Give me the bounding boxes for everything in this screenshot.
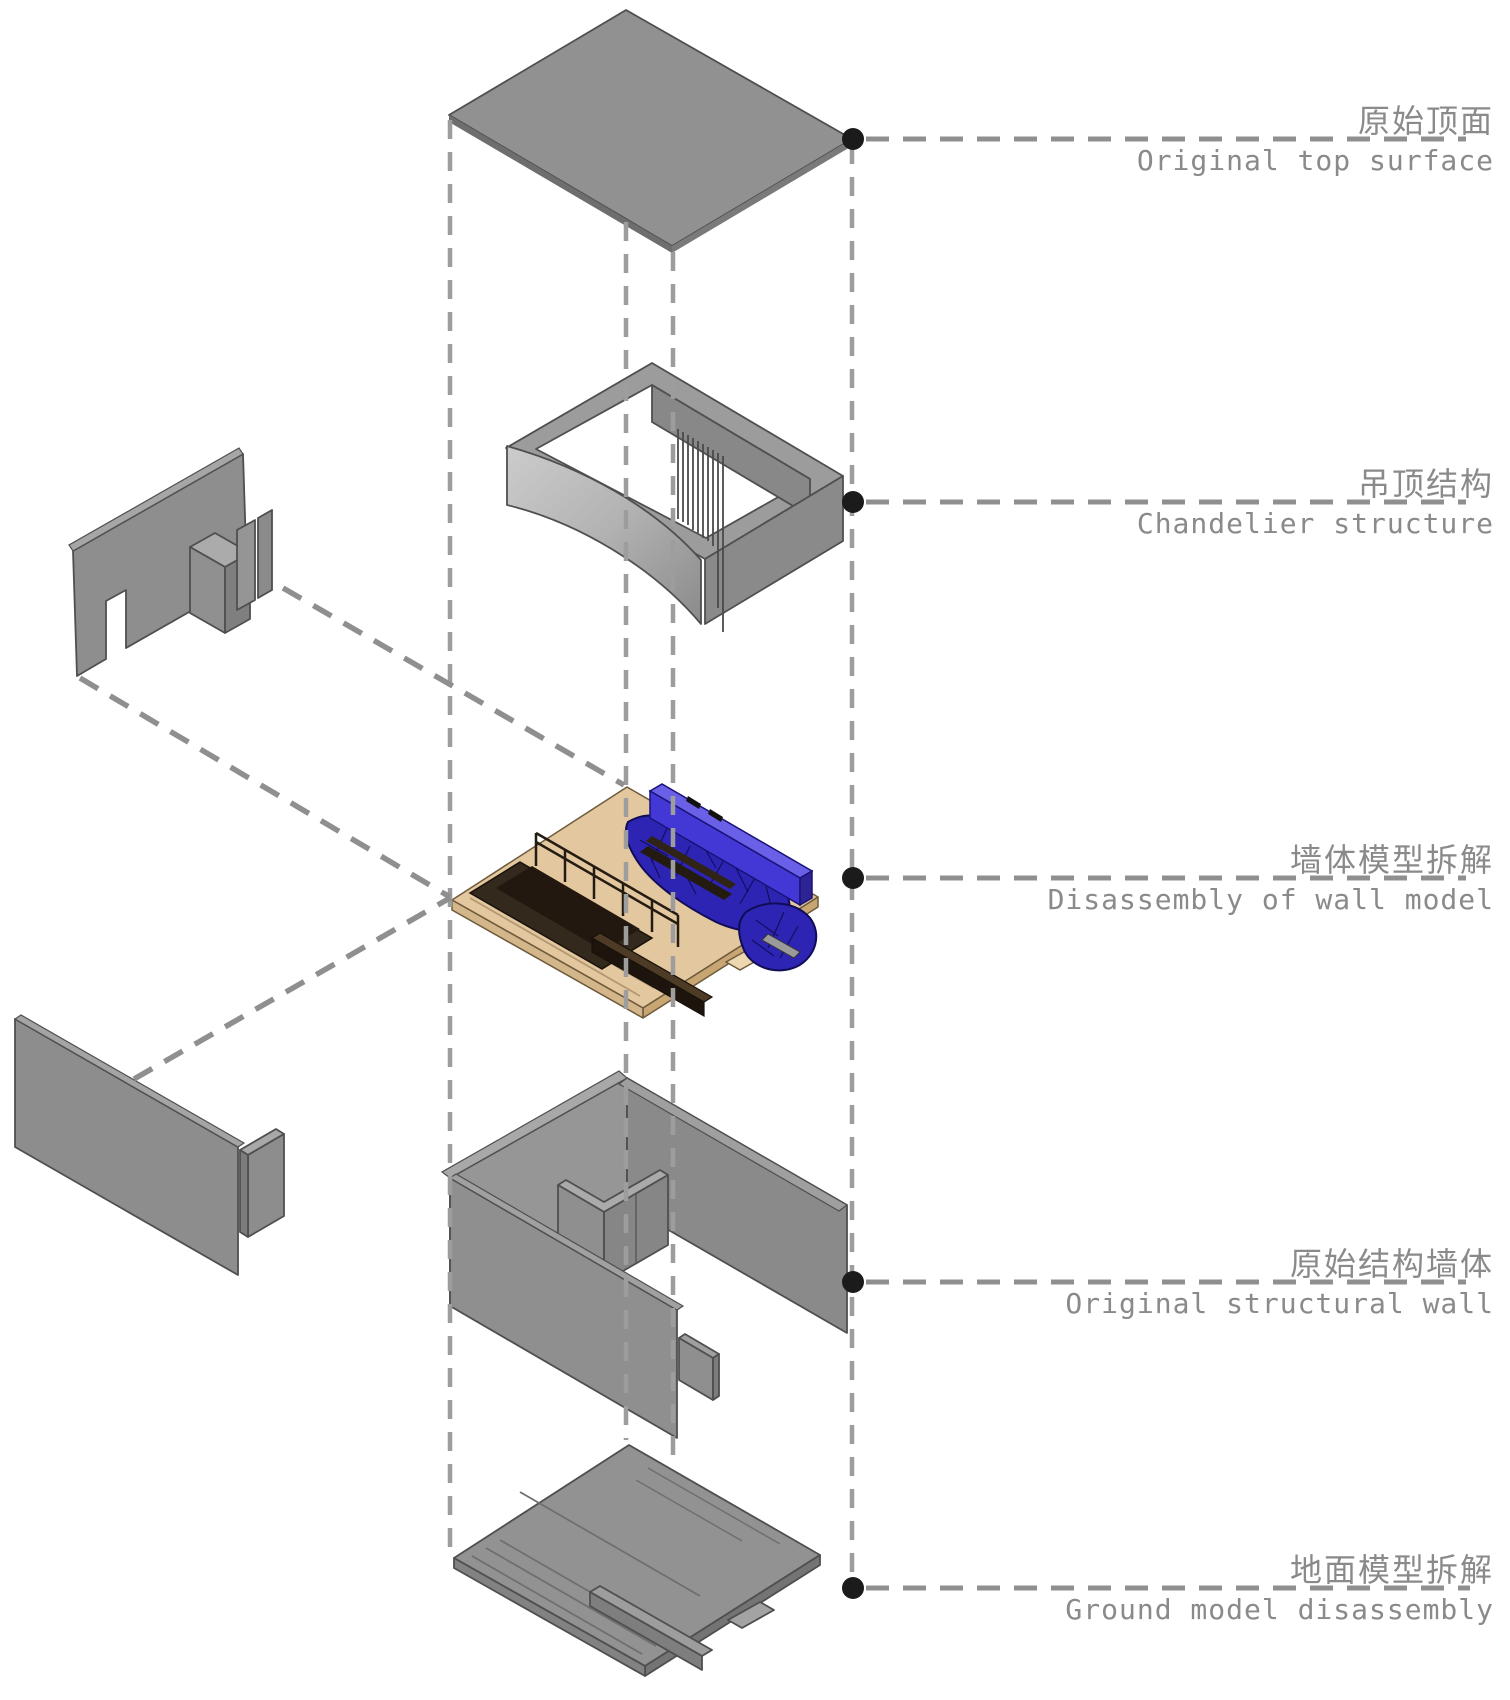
tan-base-side-left [451, 899, 644, 1019]
label-top-surface-zh: 原始顶面 [1358, 102, 1494, 140]
wall-panel-top-edge [68, 447, 244, 552]
projection-lines [78, 120, 855, 1585]
label-chandelier-zh: 吊顶结构 [1358, 465, 1494, 503]
rock-dark-slat-a [640, 846, 732, 900]
ceiling-ring-outer-face [704, 475, 844, 625]
label-ground-model-en: Ground model disassembly [1065, 1593, 1494, 1626]
ground-model-layer [453, 1444, 821, 1677]
structural-wall-layer [440, 1070, 849, 1439]
detached-wall-piece-lower [13, 1014, 285, 1276]
rock-gray-slat [761, 933, 801, 959]
return-wall-side [239, 1149, 249, 1238]
wall-slab-b [257, 509, 273, 599]
label-chandelier-en: Chandelier structure [1137, 507, 1494, 540]
top-surface-slab [448, 9, 853, 247]
layer-labels: 原始顶面 Original top surface 吊顶结构 Chandelie… [1048, 102, 1494, 1626]
far-right-wall-top [617, 1077, 849, 1212]
label-ground-model-zh: 地面模型拆解 [1290, 1551, 1494, 1589]
wall-slab-a [236, 519, 256, 611]
beam-fixture-a [686, 796, 701, 809]
connector-dot-3 [842, 867, 864, 889]
connector-dot-2 [842, 491, 864, 513]
blue-rock-mesh-b [738, 902, 818, 972]
label-structural-wall-zh: 原始结构墙体 [1290, 1245, 1494, 1283]
label-top-surface-en: Original top surface [1137, 144, 1494, 177]
railing [534, 831, 680, 947]
label-structural-wall-en: Original structural wall [1065, 1287, 1494, 1320]
chandelier-layer [505, 362, 844, 632]
top-surface-edge-left [449, 115, 672, 253]
top-surface-layer [448, 9, 853, 253]
label-wall-model-en: Disassembly of wall model [1048, 883, 1494, 916]
bench-face [591, 936, 705, 1018]
connector-dot-1 [842, 128, 864, 150]
rock-dark-slat-b [646, 836, 736, 889]
wall-panel-with-door [72, 453, 248, 677]
ground-step-notch [727, 1601, 775, 1629]
ground-raised-bar-face [589, 1591, 703, 1671]
near-left-wall-top [448, 1173, 685, 1311]
sunken-pool-inner [496, 866, 640, 951]
label-wall-model-zh: 墙体模型拆解 [1290, 841, 1494, 879]
connector-dot-4 [842, 1271, 864, 1293]
ground-grooves [635, 1467, 781, 1545]
blue-beam-end [799, 869, 813, 907]
projection-line-diagonal-c [132, 895, 452, 1082]
beam-fixture-b [708, 809, 723, 822]
long-wall-panel-face [14, 1018, 239, 1276]
top-surface-edge-right [672, 139, 852, 253]
wall-model-layer [451, 783, 819, 1019]
hanger-rods [677, 429, 724, 632]
leader-lines-and-nodes [842, 128, 1470, 1599]
long-wall-panel-top-edge [13, 1014, 246, 1148]
detached-wall-piece-upper [68, 447, 273, 677]
ground-base-side-left [453, 1557, 646, 1677]
connector-dot-5 [842, 1577, 864, 1599]
near-right-wall-side [712, 1353, 720, 1401]
projection-line-diagonal-a [281, 585, 626, 788]
projection-line-diagonal-b [78, 675, 452, 900]
curved-ceiling-band [506, 445, 702, 625]
far-left-wall-top [440, 1070, 629, 1179]
